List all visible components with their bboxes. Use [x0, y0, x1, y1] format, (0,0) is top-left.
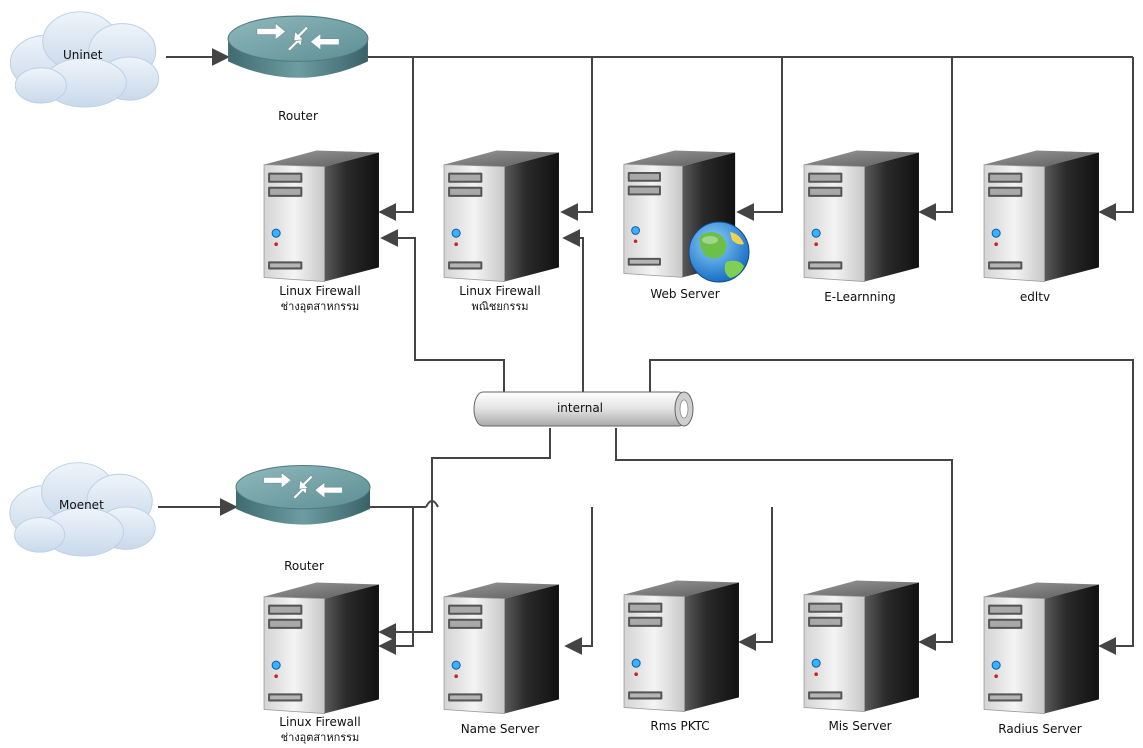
router-bottom-icon[interactable]	[235, 464, 371, 526]
link-router-edltv	[1098, 57, 1134, 221]
fw-industry-top-server-icon[interactable]	[263, 149, 380, 283]
fw-commerce-title: Linux Firewall	[459, 284, 541, 298]
link-router-fw-commerce	[560, 57, 593, 221]
fw-commerce-server-icon[interactable]	[443, 149, 560, 283]
link-internal-mis	[615, 428, 953, 651]
fw-industry-top-label: Linux Firewall ช่างอุตสาหกรรม	[250, 284, 390, 314]
edltv-label: edltv	[1019, 290, 1051, 304]
fw-industry-bottom-label: Linux Firewall ช่างอุตสาหกรรม	[250, 715, 390, 745]
link-router-elearning	[918, 57, 953, 221]
link-internal-fw-commerce	[562, 229, 584, 392]
fw-industry-top-title: Linux Firewall	[279, 284, 361, 298]
moenet-label: Moenet	[59, 498, 104, 512]
elearning-server-icon[interactable]	[803, 149, 920, 283]
rms-label: Rms PKTC	[650, 719, 710, 733]
fw-industry-top-subtitle: ช่างอุตสาหกรรม	[280, 300, 360, 313]
radius-server-label: Radius Server	[998, 722, 1082, 736]
link-internal-fw-industry-bottom	[378, 428, 551, 641]
link-router-fw-industry	[378, 57, 414, 221]
router-top-label: Router	[278, 109, 318, 123]
link-router-web	[736, 57, 783, 221]
fw-industry-bottom-title: Linux Firewall	[279, 715, 361, 729]
name-server-icon[interactable]	[443, 581, 560, 715]
router-bottom-label: Router	[284, 559, 324, 573]
radius-server-icon[interactable]	[983, 581, 1100, 715]
link-router-name	[564, 507, 593, 655]
name-server-label: Name Server	[460, 722, 540, 736]
connections	[158, 48, 1134, 655]
mis-server-icon[interactable]	[803, 579, 920, 713]
edltv-server-icon[interactable]	[983, 149, 1100, 283]
link-internal-fw-industry	[380, 229, 505, 392]
globe-icon	[688, 221, 750, 283]
uninet-label: Uninet	[63, 48, 103, 62]
fw-commerce-label: Linux Firewall พณิชยกรรม	[430, 284, 570, 314]
link-bus-crossover	[425, 500, 439, 508]
link-router-rms	[738, 507, 773, 651]
rms-server-icon[interactable]	[623, 579, 740, 713]
fw-commerce-subtitle: พณิชยกรรม	[471, 300, 529, 313]
internal-pipe-bus-icon[interactable]	[473, 391, 694, 427]
fw-industry-bottom-server-icon[interactable]	[263, 581, 380, 715]
link-router-fw-bottom	[378, 507, 414, 655]
router-top-icon[interactable]	[227, 15, 369, 79]
mis-server-label: Mis Server	[828, 719, 892, 733]
fw-industry-bottom-subtitle: ช่างอุตสาหกรรม	[280, 731, 360, 744]
internal-label: internal	[556, 401, 604, 415]
web-server-label: Web Server	[650, 287, 720, 301]
elearning-label: E-Learnning	[824, 290, 896, 304]
link-internal-radius	[649, 359, 1134, 655]
